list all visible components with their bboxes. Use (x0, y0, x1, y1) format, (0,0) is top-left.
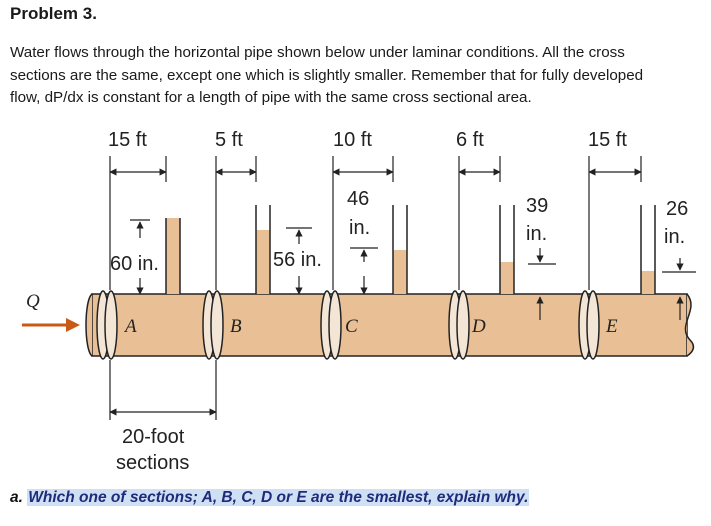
flow-arrow (22, 318, 80, 332)
piezometer-1 (165, 218, 181, 294)
piezometer-3 (392, 205, 408, 294)
height-label-e-num: 26 (666, 198, 688, 220)
piezometer-2 (255, 205, 271, 294)
flange-3 (320, 290, 342, 360)
piezometer-4 (499, 205, 515, 294)
question-a: a. Which one of sections; A, B, C, D or … (10, 489, 530, 507)
statement-line: sections are the same, except one which … (10, 66, 644, 84)
question-label: a. (10, 489, 23, 506)
section-label-e: E (605, 316, 618, 337)
length-label-5: 15 ft (588, 129, 627, 151)
problem-statement: Water flows through the horizontal pipe … (10, 42, 705, 110)
height-label-e-unit: in. (664, 226, 685, 248)
height-label-b: 56 in. (273, 249, 322, 271)
section-note-line-2: sections (116, 452, 189, 474)
section-label-b: B (230, 316, 242, 337)
length-label-1: 15 ft (108, 129, 147, 151)
pipe-right-end (684, 293, 695, 357)
section-label-c: C (345, 316, 358, 337)
statement-line: flow, dP/dx is constant for a length of … (10, 89, 532, 106)
length-label-4: 6 ft (456, 129, 484, 151)
flange-2 (202, 290, 224, 360)
height-label-c-num: 46 (347, 188, 369, 210)
piezometer-5 (640, 205, 656, 294)
section-note-line-1: 20-foot (122, 426, 185, 448)
flange-5 (578, 290, 600, 360)
height-label-d-num: 39 (526, 195, 548, 217)
pipe-left-end (85, 293, 93, 357)
length-label-3: 10 ft (333, 129, 372, 151)
problem-title: Problem 3. (10, 4, 97, 23)
question-text: Which one of sections; A, B, C, D or E a… (27, 489, 530, 506)
height-label-a: 60 in. (110, 253, 159, 275)
height-label-c-unit: in. (349, 217, 370, 239)
flow-symbol: Q (26, 291, 40, 312)
dimension-lines (109, 156, 696, 420)
length-label-2: 5 ft (215, 129, 243, 151)
flange-1 (96, 290, 118, 360)
flange-4 (448, 290, 470, 360)
section-label-d: D (471, 316, 486, 337)
statement-line: Water flows through the horizontal pipe … (10, 44, 625, 61)
section-label-a: A (123, 316, 137, 337)
height-label-d-unit: in. (526, 223, 547, 245)
